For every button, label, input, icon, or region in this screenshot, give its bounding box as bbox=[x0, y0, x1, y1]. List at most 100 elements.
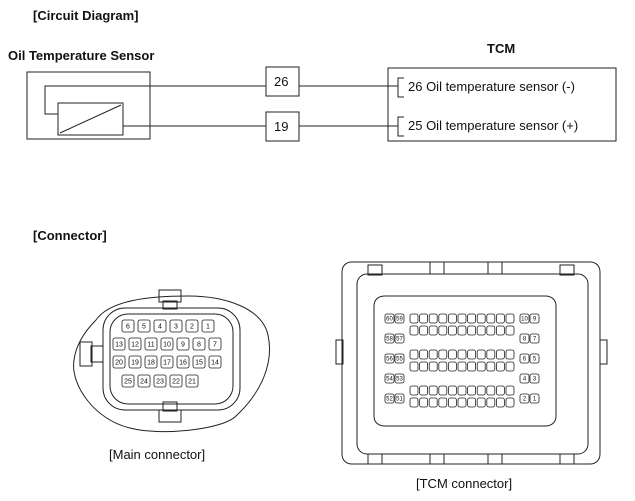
tcm-pin-r5-c0 bbox=[409, 397, 419, 408]
pin-label-bottom: 19 bbox=[274, 119, 289, 134]
main-connector-latch-top bbox=[158, 289, 182, 303]
tcm-pin-left-52-label: 52 bbox=[386, 397, 393, 403]
tcm-pin-r1-c3 bbox=[438, 325, 448, 336]
tcm-pin-left-55-label: 55 bbox=[396, 357, 403, 363]
tcm-pin-left-59-label: 59 bbox=[396, 317, 403, 323]
tcm-title: TCM bbox=[487, 41, 516, 56]
tcm-pin-r4-c7 bbox=[476, 385, 486, 396]
main-pin-4 bbox=[153, 319, 167, 333]
main-connector bbox=[73, 289, 270, 433]
tcm-bracket-bottom bbox=[397, 116, 404, 137]
main-pin-18 bbox=[144, 355, 158, 369]
tcm-pin-r0-c1 bbox=[419, 313, 429, 324]
main-pin-23-label: 23 bbox=[156, 379, 164, 386]
tcm-pin-r4-c9 bbox=[495, 385, 505, 396]
tcm-pin-r2-c6 bbox=[467, 349, 477, 360]
tcm-pin-r0-c0 bbox=[409, 313, 419, 324]
tcm-pin-label-bottom: 25 Oil temperature sensor (+) bbox=[408, 118, 579, 133]
tcm-pin-left-56-label: 56 bbox=[386, 357, 393, 363]
tcm-pin-r2-c10 bbox=[505, 349, 515, 360]
main-pin-15 bbox=[192, 355, 206, 369]
sensor-box bbox=[26, 71, 151, 140]
main-pin-14 bbox=[208, 355, 222, 369]
tcm-pin-left-58-label: 58 bbox=[386, 337, 393, 343]
main-pin-11-label: 11 bbox=[147, 342, 154, 349]
tcm-pin-r5-c7 bbox=[476, 397, 486, 408]
tcm-pin-right-8 bbox=[519, 333, 530, 344]
main-pin-25-label: 25 bbox=[124, 379, 132, 386]
tcm-pin-r4-c8 bbox=[486, 385, 496, 396]
tcm-connector-outline bbox=[341, 261, 601, 465]
tcm-pin-r1-c5 bbox=[457, 325, 467, 336]
tcm-pin-right-2 bbox=[519, 393, 530, 404]
tcm-pin-r2-c7 bbox=[476, 349, 486, 360]
tcm-pin-r3-c0 bbox=[409, 361, 419, 372]
main-pin-12 bbox=[128, 337, 142, 351]
tcm-connector-tab-right bbox=[599, 339, 608, 365]
tcm-pin-r3-c2 bbox=[428, 361, 438, 372]
sensor-element bbox=[57, 102, 124, 136]
main-pin-12-label: 12 bbox=[131, 342, 139, 349]
main-pin-15-label: 15 bbox=[195, 360, 203, 367]
tcm-pin-r0-c3 bbox=[438, 313, 448, 324]
main-pin-13 bbox=[112, 337, 126, 351]
pin-box-bottom bbox=[265, 111, 300, 142]
tcm-pin-right-3-label: 3 bbox=[533, 377, 537, 383]
tcm-box bbox=[387, 67, 617, 142]
tcm-pin-left-58 bbox=[384, 333, 395, 344]
tcm-pin-right-6-label: 6 bbox=[523, 357, 527, 363]
tcm-pin-r1-c4 bbox=[447, 325, 457, 336]
tcm-connector bbox=[335, 261, 608, 465]
tcm-pin-r1-c2 bbox=[428, 325, 438, 336]
tcm-pin-r0-c6 bbox=[467, 313, 477, 324]
sensor-title: Oil Temperature Sensor bbox=[8, 48, 155, 63]
tcm-pin-right-3 bbox=[529, 373, 540, 384]
tcm-pin-r0-c7 bbox=[476, 313, 486, 324]
tcm-pin-r4-c5 bbox=[457, 385, 467, 396]
tcm-pin-r2-c2 bbox=[428, 349, 438, 360]
tcm-pin-r5-c3 bbox=[438, 397, 448, 408]
tcm-connector-caption: [TCM connector] bbox=[416, 476, 513, 491]
tcm-pin-left-51-label: 51 bbox=[396, 397, 403, 403]
main-pin-4-label: 4 bbox=[158, 324, 162, 331]
main-connector-caption: [Main connector] bbox=[109, 447, 206, 462]
tcm-pin-r3-c7 bbox=[476, 361, 486, 372]
tcm-pin-right-10-label: 10 bbox=[521, 317, 528, 323]
tcm-pin-left-60 bbox=[384, 313, 395, 324]
tcm-pin-r2-c0 bbox=[409, 349, 419, 360]
main-pin-10 bbox=[160, 337, 174, 351]
main-pin-3-label: 3 bbox=[174, 324, 178, 331]
main-pin-24 bbox=[137, 374, 151, 388]
main-pin-2 bbox=[185, 319, 199, 333]
main-pin-14-label: 14 bbox=[211, 360, 219, 367]
main-pin-3 bbox=[169, 319, 183, 333]
tcm-pin-right-7-label: 7 bbox=[533, 337, 537, 343]
tcm-pin-r5-c2 bbox=[428, 397, 438, 408]
tcm-pin-label-top: 26 Oil temperature sensor (-) bbox=[408, 79, 575, 94]
tcm-connector-tab-left bbox=[335, 339, 344, 365]
tcm-pin-r4-c4 bbox=[447, 385, 457, 396]
main-pin-16 bbox=[176, 355, 190, 369]
tcm-pin-right-8-label: 8 bbox=[523, 337, 527, 343]
tcm-pin-r0-c5 bbox=[457, 313, 467, 324]
main-pin-25 bbox=[121, 374, 135, 388]
tcm-pin-right-1-label: 1 bbox=[533, 397, 537, 403]
main-pin-22-label: 22 bbox=[172, 379, 180, 386]
pin-label-top: 26 bbox=[274, 74, 289, 89]
main-pin-1 bbox=[201, 319, 215, 333]
tcm-pin-left-60-label: 60 bbox=[386, 317, 393, 323]
main-pin-1-label: 1 bbox=[206, 324, 210, 331]
tcm-pin-right-4 bbox=[519, 373, 530, 384]
tcm-pin-left-52 bbox=[384, 393, 395, 404]
tcm-pin-r1-c7 bbox=[476, 325, 486, 336]
main-pin-2-label: 2 bbox=[190, 324, 194, 331]
tcm-pin-r3-c4 bbox=[447, 361, 457, 372]
main-pin-6 bbox=[121, 319, 135, 333]
main-pin-11 bbox=[144, 337, 158, 351]
tcm-pin-r4-c2 bbox=[428, 385, 438, 396]
main-pin-21-label: 21 bbox=[188, 379, 196, 386]
main-pin-7 bbox=[208, 337, 222, 351]
main-pin-22 bbox=[169, 374, 183, 388]
tcm-pin-r0-c2 bbox=[428, 313, 438, 324]
